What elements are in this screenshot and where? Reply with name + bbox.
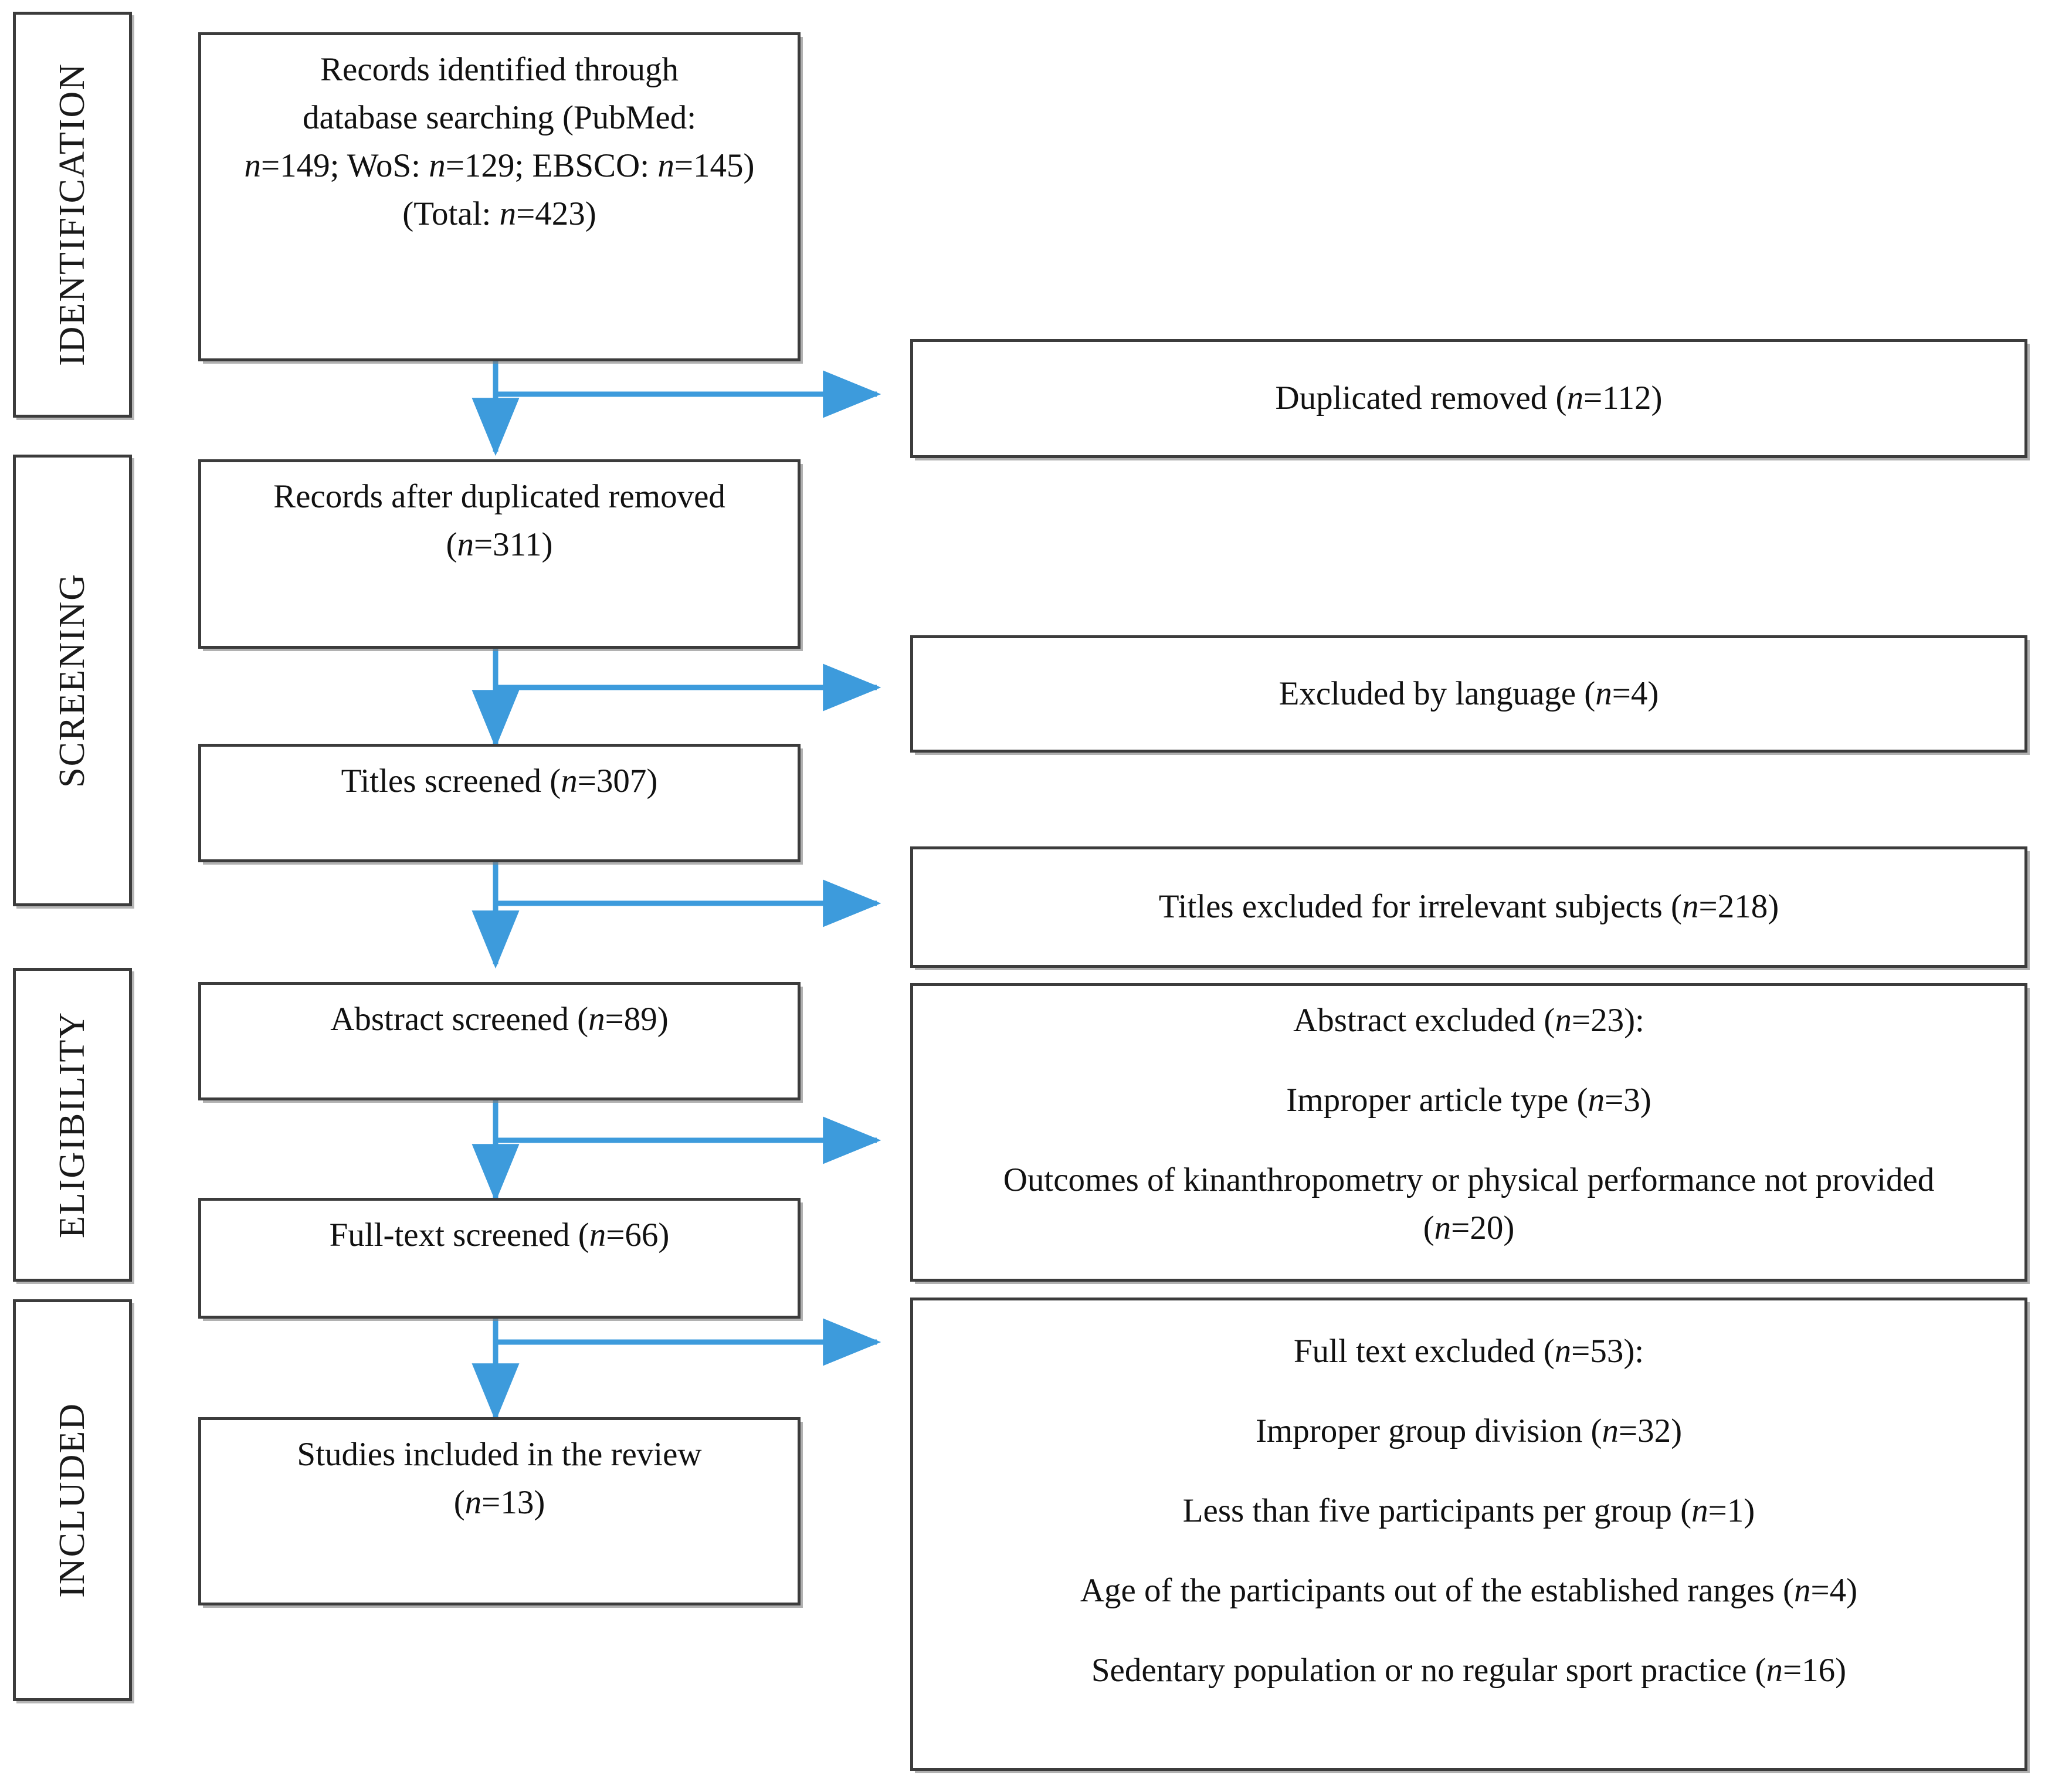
abstract-excluded-line-4: (n=20) bbox=[1423, 1210, 1515, 1247]
records-identified-line-3: n=149; WoS: n=129; EBSCO: n=145) bbox=[244, 147, 755, 185]
box-titles-screened: Titles screened (n=307) bbox=[198, 744, 801, 862]
records-identified-line-4: (Total: n=423) bbox=[402, 195, 596, 233]
fulltext-excluded-line-3: Less than five participants per group (n… bbox=[1182, 1492, 1755, 1530]
abstract-excluded-line-3: Outcomes of kinanthropometry or physical… bbox=[1003, 1161, 1935, 1199]
fulltext-excluded-line-4: Age of the participants out of the estab… bbox=[1080, 1572, 1858, 1610]
abstract-excluded-line-1: Abstract excluded (n=23): bbox=[1293, 1002, 1644, 1039]
abstract-excluded-line-2: Improper article type (n=3) bbox=[1286, 1082, 1651, 1119]
box-abstract-screened: Abstract screened (n=89) bbox=[198, 982, 801, 1100]
records-after-duplicates-line-2: (n=311) bbox=[446, 526, 553, 564]
stage-label-eligibility: ELIGIBILITY bbox=[52, 1011, 92, 1238]
fulltext-excluded-line-5: Sedentary population or no regular sport… bbox=[1091, 1652, 1847, 1689]
box-studies-included: Studies included in the review (n=13) bbox=[198, 1417, 801, 1605]
stage-bar-screening: SCREENING bbox=[13, 455, 132, 906]
records-identified-line-2: database searching (PubMed: bbox=[302, 99, 697, 137]
box-titles-excluded: Titles excluded for irrelevant subjects … bbox=[910, 846, 2027, 968]
stage-bar-included: INCLUDED bbox=[13, 1299, 132, 1701]
fulltext-excluded-line-1: Full text excluded (n=53): bbox=[1293, 1333, 1644, 1370]
stage-label-identification: IDENTIFICATION bbox=[52, 63, 92, 367]
studies-included-line-1: Studies included in the review bbox=[297, 1436, 702, 1473]
box-fulltext-excluded: Full text excluded (n=53): Improper grou… bbox=[910, 1298, 2027, 1771]
records-after-duplicates-line-1: Records after duplicated removed bbox=[273, 478, 725, 515]
duplicated-removed-line-1: Duplicated removed (n=112) bbox=[1275, 380, 1663, 417]
studies-included-line-2: (n=13) bbox=[453, 1484, 545, 1522]
box-fulltext-screened: Full-text screened (n=66) bbox=[198, 1198, 801, 1319]
abstract-screened-line-1: Abstract screened (n=89) bbox=[330, 1001, 669, 1038]
box-abstract-excluded: Abstract excluded (n=23): Improper artic… bbox=[910, 983, 2027, 1282]
stage-label-included: INCLUDED bbox=[52, 1403, 92, 1598]
box-records-identified: Records identified through database sear… bbox=[198, 32, 801, 361]
stage-bar-identification: IDENTIFICATION bbox=[13, 12, 132, 418]
fulltext-excluded-line-2: Improper group division (n=32) bbox=[1255, 1412, 1683, 1450]
stage-label-screening: SCREENING bbox=[52, 573, 92, 788]
titles-excluded-line-1: Titles excluded for irrelevant subjects … bbox=[1158, 888, 1779, 926]
records-identified-line-1: Records identified through bbox=[320, 51, 679, 88]
box-duplicated-removed: Duplicated removed (n=112) bbox=[910, 339, 2027, 458]
stage-bar-eligibility: ELIGIBILITY bbox=[13, 968, 132, 1282]
fulltext-screened-line-1: Full-text screened (n=66) bbox=[329, 1217, 670, 1254]
box-excluded-by-language: Excluded by language (n=4) bbox=[910, 635, 2027, 753]
titles-screened-line-1: Titles screened (n=307) bbox=[341, 763, 658, 800]
excluded-by-language-line-1: Excluded by language (n=4) bbox=[1278, 675, 1659, 712]
box-records-after-duplicates: Records after duplicated removed (n=311) bbox=[198, 459, 801, 649]
